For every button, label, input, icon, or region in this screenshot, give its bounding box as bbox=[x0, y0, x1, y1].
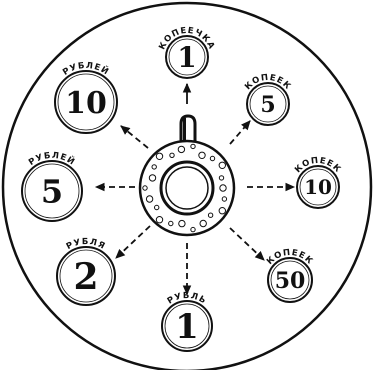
coin-value: 10 bbox=[65, 86, 107, 121]
coin-value: 1 bbox=[177, 41, 196, 74]
coin-value: 5 bbox=[41, 173, 63, 211]
coin-value: 10 bbox=[304, 175, 332, 199]
coin-value: 2 bbox=[73, 256, 98, 298]
coin-value: 50 bbox=[275, 268, 306, 294]
coin-value: 1 bbox=[175, 307, 199, 347]
hub-center bbox=[166, 167, 208, 209]
coin-value: 5 bbox=[260, 92, 275, 118]
